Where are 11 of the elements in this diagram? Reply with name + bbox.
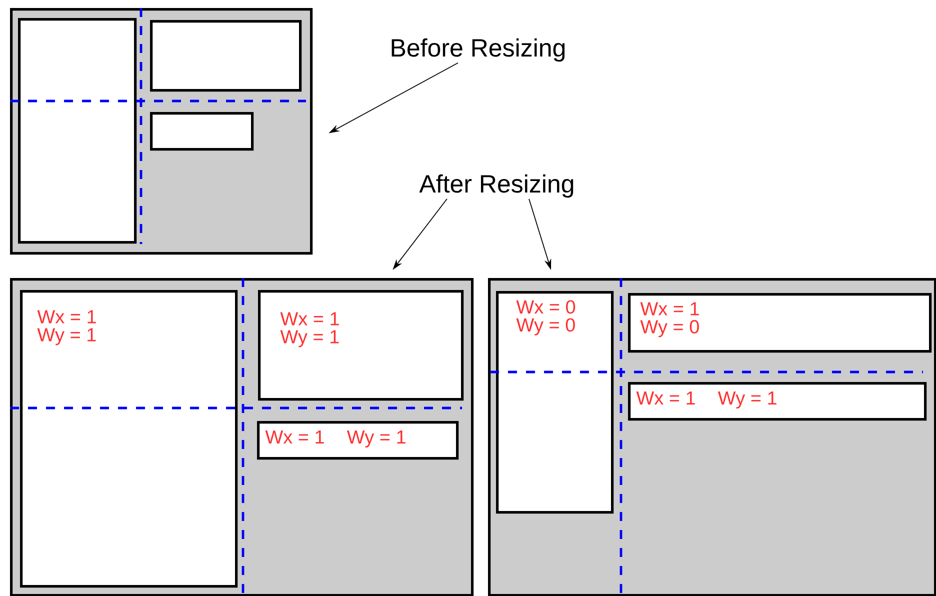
control-box <box>150 112 254 151</box>
control-box <box>150 20 302 92</box>
control-box: Wx = 1 Wy = 1 <box>628 382 927 421</box>
control-box: Wx = 1 Wy = 1 <box>257 421 459 460</box>
control-box: Wx = 1 Wy = 1 <box>258 290 464 401</box>
control-box: Wx = 0 Wy = 0 <box>496 291 614 514</box>
control-box: Wx = 1 Wy = 1 <box>20 290 238 588</box>
caption-text: After Resizing <box>419 174 574 198</box>
control-box: Wx = 1 Wy = 0 <box>628 293 932 353</box>
caption-text: Before Resizing <box>392 38 565 62</box>
control-box <box>18 18 137 244</box>
